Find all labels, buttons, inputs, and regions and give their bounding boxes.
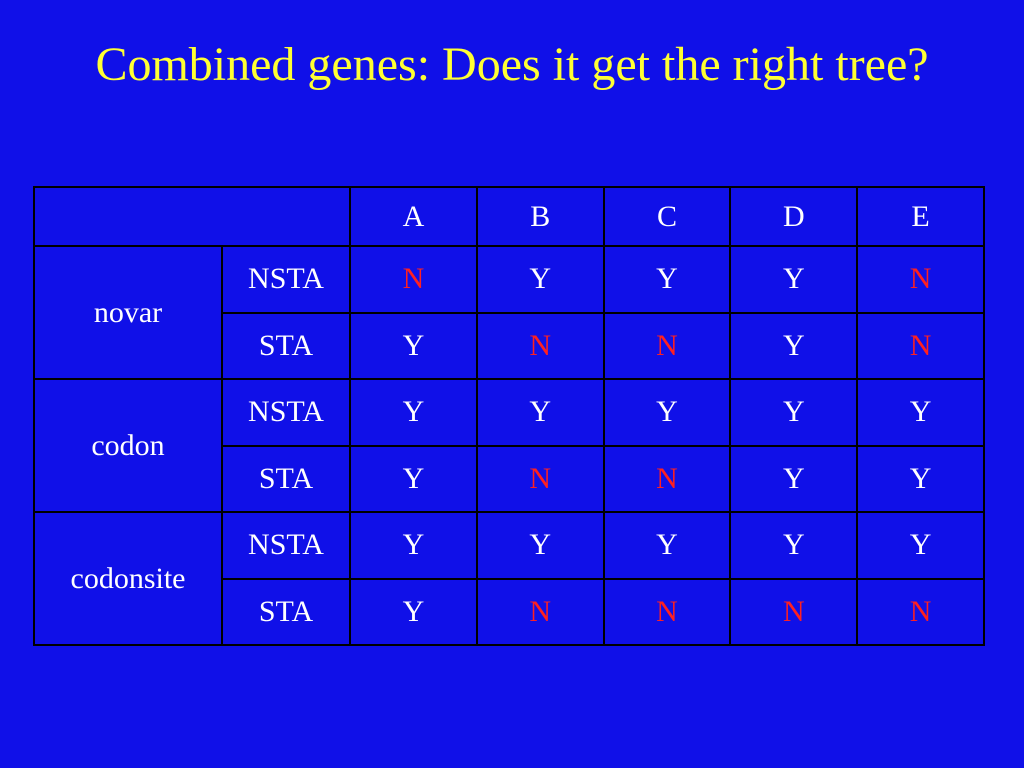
column-header-c: C	[602, 186, 732, 247]
method-label: NSTA	[221, 511, 351, 580]
results-table: A B C D E novar NSTA N Y Y Y N STA Y N N…	[33, 186, 985, 646]
table-row: STA Y N N Y N	[34, 311, 985, 380]
result-cell: N	[475, 311, 605, 380]
column-header-b: B	[475, 186, 605, 247]
group-label-codonsite: codonsite	[33, 511, 223, 646]
table-row: codonsite NSTA Y Y Y Y Y	[33, 511, 985, 646]
result-cell: Y	[729, 444, 859, 513]
method-label: STA	[221, 311, 351, 380]
result-cell: Y	[729, 245, 859, 314]
result-cell: Y	[729, 378, 859, 447]
method-label: NSTA	[221, 245, 351, 314]
result-cell: Y	[349, 577, 478, 646]
results-table-body: A B C D E novar NSTA N Y Y Y N STA Y N N…	[33, 186, 985, 646]
result-cell: Y	[602, 511, 732, 580]
result-cell: Y	[475, 511, 605, 580]
result-cell: N	[602, 577, 732, 646]
group-label-novar: novar	[33, 245, 223, 380]
result-cell: Y	[729, 311, 859, 380]
result-cell: N	[349, 245, 478, 314]
column-header-a: A	[349, 186, 478, 247]
slide-title: Combined genes: Does it get the right tr…	[95, 38, 929, 91]
result-cell: N	[856, 577, 985, 646]
result-cell: Y	[349, 378, 478, 447]
result-cell: N	[475, 444, 605, 513]
result-cell: N	[729, 577, 859, 646]
result-cell: Y	[856, 511, 985, 580]
result-cell: Y	[729, 511, 859, 580]
table-row: STA Y N N Y Y	[34, 444, 985, 513]
table-row: STA Y N N N N	[34, 577, 985, 646]
result-cell: Y	[602, 378, 732, 447]
header-corner-cell	[33, 186, 351, 247]
column-header-e: E	[856, 186, 985, 247]
table-row: novar NSTA N Y Y Y N	[33, 245, 985, 380]
result-cell: N	[602, 311, 732, 380]
result-cell: Y	[856, 444, 985, 513]
result-cell: Y	[349, 511, 478, 580]
result-cell: Y	[856, 378, 985, 447]
result-cell: Y	[349, 311, 478, 380]
method-label: STA	[221, 444, 351, 513]
result-cell: Y	[602, 245, 732, 314]
column-header-d: D	[729, 186, 859, 247]
method-label: STA	[221, 577, 351, 646]
result-cell: Y	[475, 245, 605, 314]
method-label: NSTA	[221, 378, 351, 447]
result-cell: N	[602, 444, 732, 513]
table-row: codon NSTA Y Y Y Y Y	[33, 378, 985, 513]
header-row: A B C D E	[33, 186, 985, 247]
result-cell: N	[856, 245, 985, 314]
result-cell: N	[856, 311, 985, 380]
result-cell: N	[475, 577, 605, 646]
result-cell: Y	[475, 378, 605, 447]
result-cell: Y	[349, 444, 478, 513]
group-label-codon: codon	[33, 378, 223, 513]
